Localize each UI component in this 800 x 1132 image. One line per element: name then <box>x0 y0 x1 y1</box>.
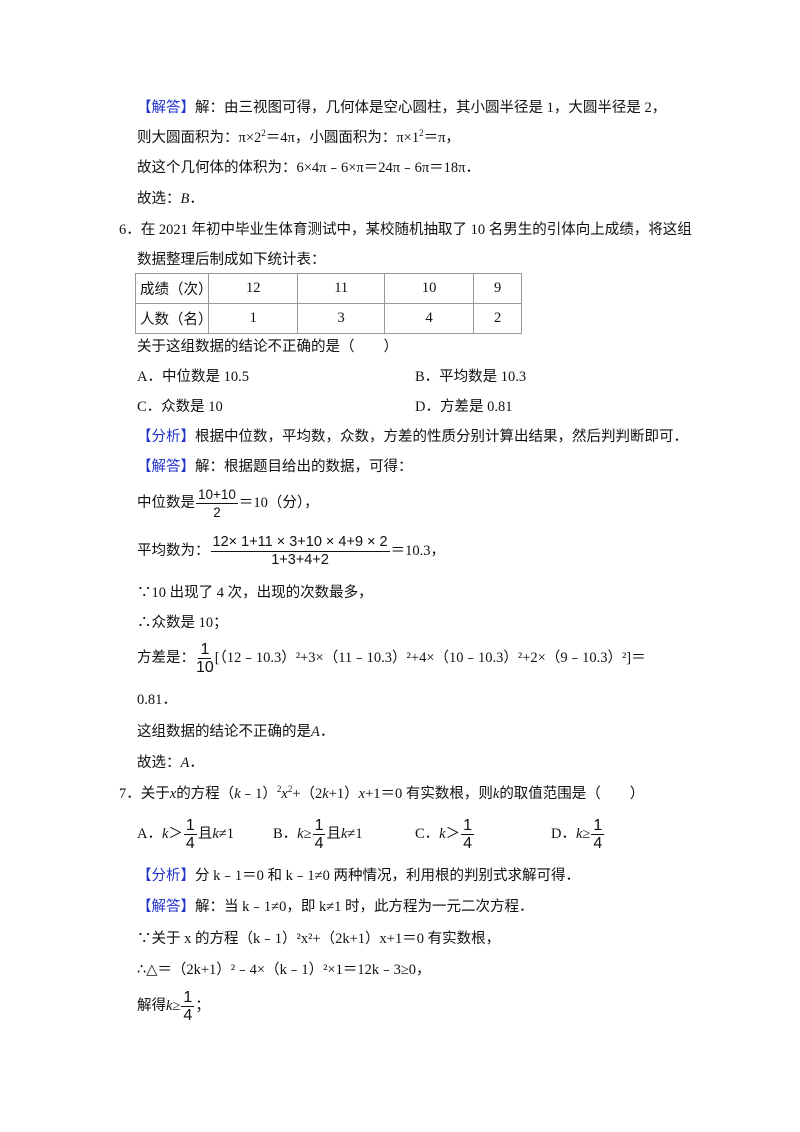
analysis-tag: 【分析】 <box>137 868 195 884</box>
question-number: 7． <box>119 786 141 802</box>
q6-stem-line-1: 6．在 2021 年初中毕业生体育测试中，某校随机抽取了 10 名男生的引体向上… <box>119 222 692 238</box>
table-cell: 2 <box>473 303 522 334</box>
q5-choose-answer: 故选：B． <box>137 191 204 207</box>
solution-tag: 【解答】 <box>137 899 195 915</box>
q5-solution-line-1: 【解答】解：由三视图可得，几何体是空心圆柱，其小圆半径是 1，大圆半径是 2， <box>137 100 667 116</box>
q6-conclusion: 这组数据的结论不正确的是A． <box>137 724 335 740</box>
q6-mode-reason: ∵10 出现了 4 次，出现的次数最多， <box>137 585 373 601</box>
q6-option-b: B．平均数是 10.3 <box>415 369 527 385</box>
table-row: 成绩（次） 12 11 10 9 <box>135 273 522 304</box>
table-cell: 3 <box>297 303 385 334</box>
q6-mode-result: ∴众数是 10； <box>137 615 228 631</box>
q6-choose-answer: 故选：A． <box>137 755 204 771</box>
table-cell: 10 <box>383 273 475 304</box>
table-cell: 12 <box>207 273 299 304</box>
q6-solution-intro: 【解答】解：根据题目给出的数据，可得： <box>137 459 413 475</box>
stats-table: 成绩（次） 12 11 10 9 人数（名） 1 3 4 2 <box>135 273 522 334</box>
q6-question: 关于这组数据的结论不正确的是（ ） <box>137 339 398 355</box>
q5-solution-line-2: 则大圆面积为：π×22＝4π，小圆面积为：π×12＝π， <box>137 128 460 147</box>
q7-analysis: 【分析】分 k﹣1＝0 和 k﹣1≠0 两种情况，利用根的判别式求解可得． <box>137 868 580 884</box>
q6-stem-line-2: 数据整理后制成如下统计表： <box>137 252 326 268</box>
table-cell: 11 <box>297 273 385 304</box>
table-cell: 1 <box>207 303 299 334</box>
q7-solution-line-2: ∵关于 x 的方程（k﹣1）²x²+（2k+1）x+1＝0 有实数根， <box>137 931 501 947</box>
q7-solution-line-1: 【解答】解：当 k﹣1≠0，即 k≠1 时，此方程为一元二次方程． <box>137 899 534 915</box>
q7-solution-line-3: ∴△＝（2k+1）²﹣4×（k﹣1）²×1＝12k﹣3≥0， <box>137 962 431 978</box>
row-header: 人数（名） <box>135 303 213 334</box>
table-cell: 9 <box>473 273 522 304</box>
q6-variance-result: 0.81． <box>137 692 177 708</box>
row-header: 成绩（次） <box>135 273 213 304</box>
q6-option-d: D．方差是 0.81 <box>415 399 513 415</box>
table-row: 人数（名） 1 3 4 2 <box>135 303 522 334</box>
table-cell: 4 <box>383 303 475 334</box>
question-number: 6． <box>119 222 141 238</box>
solution-tag: 【解答】 <box>137 459 195 475</box>
q6-option-c: C．众数是 10 <box>137 399 223 415</box>
q6-analysis: 【分析】根据中位数，平均数，众数，方差的性质分别计算出结果，然后判判断即可． <box>137 429 688 445</box>
solution-tag: 【解答】 <box>137 100 195 116</box>
q6-option-a: A．中位数是 10.5 <box>137 369 249 385</box>
q7-stem: 7．关于x的方程（k﹣1）2x2+（2k+1）x+1＝0 有实数根，则k的取值范… <box>119 784 645 803</box>
analysis-tag: 【分析】 <box>137 429 195 445</box>
q5-solution-line-3: 故这个几何体的体积为：6×4π﹣6×π＝24π﹣6π＝18π． <box>137 160 480 176</box>
